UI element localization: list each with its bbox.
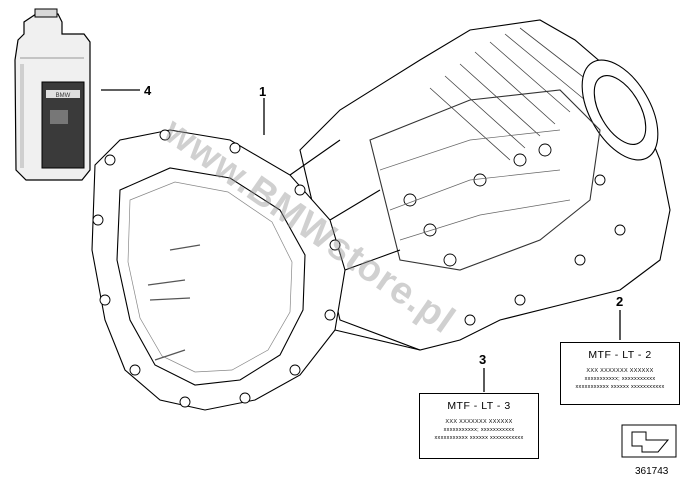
label-2-row1: XXX XXXXXXX XXXXXX xyxy=(586,368,654,374)
oil-bottle: BMW xyxy=(14,8,91,181)
label-2-row3: xxxxxxxxxxx xxxxxx xxxxxxxxxxx xyxy=(575,384,665,390)
callout-4: 4 xyxy=(144,83,152,98)
label-2-row2: xxxxxxxxxxx; xxxxxxxxxxx xyxy=(584,376,656,382)
label-3-title: MTF - LT - 3 xyxy=(447,400,511,412)
bottle-brand-text: BMW xyxy=(56,93,71,99)
transmission-housing xyxy=(91,19,671,411)
callout-2: 2 xyxy=(616,294,624,309)
label-3-row2: xxxxxxxxxxx; xxxxxxxxxxx xyxy=(443,427,515,433)
callout-3: 3 xyxy=(479,352,487,367)
diagram-id: 361743 xyxy=(635,466,669,477)
label-2-title: MTF - LT - 2 xyxy=(588,349,652,361)
label-3-row1: XXX XXXXXXX XXXXXX xyxy=(445,419,513,425)
label-mtf-lt-2: MTF - LT - 2 XXX XXXXXXX XXXXXX xxxxxxxx… xyxy=(560,342,680,405)
label-mtf-lt-3: MTF - LT - 3 XXX XXXXXXX XXXXXX xxxxxxxx… xyxy=(419,393,539,459)
callout-1: 1 xyxy=(259,84,267,99)
label-3-row3: xxxxxxxxxxx xxxxxx xxxxxxxxxxx xyxy=(434,435,524,441)
direction-arrow-box xyxy=(621,424,677,458)
